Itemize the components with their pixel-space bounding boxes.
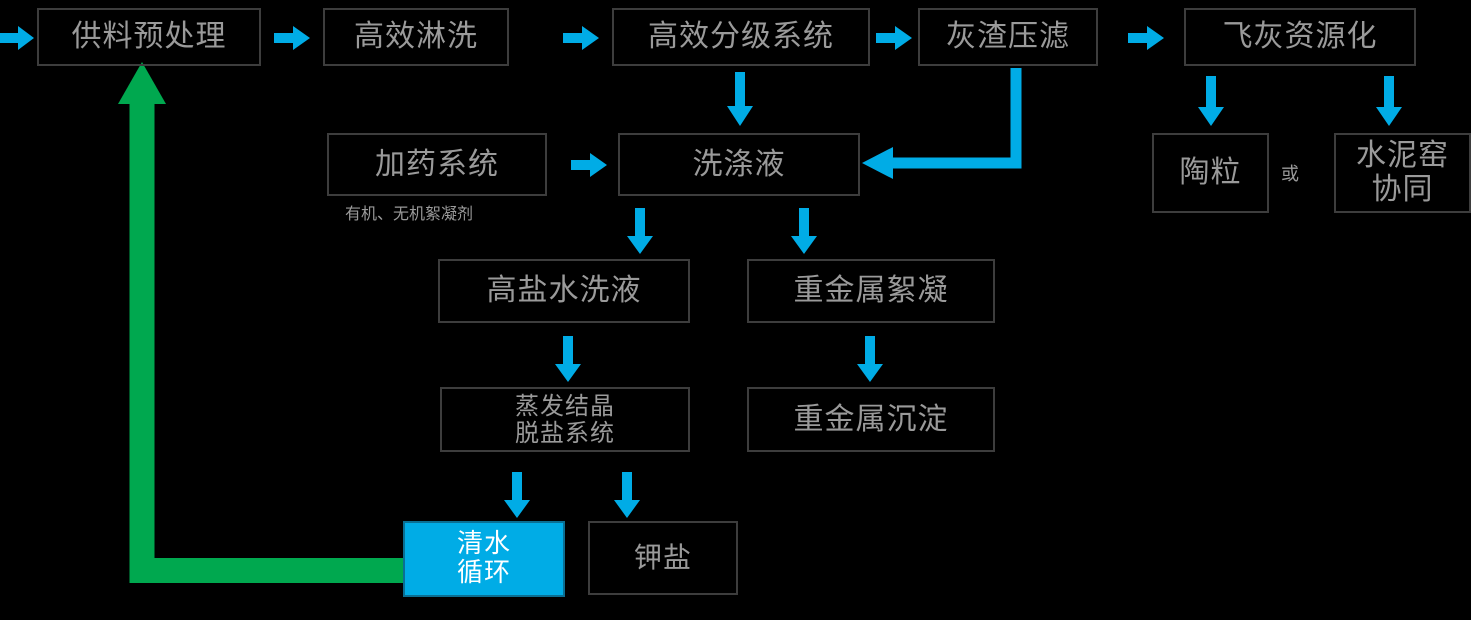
arrow-flyash-down-to-cement-kiln: [1375, 76, 1403, 126]
arrow-ash-filter-to-flyash: [1128, 25, 1164, 51]
arrow-flocculation-to-precipitation: [856, 336, 884, 382]
arrow-evaporation-to-clean-water: [503, 472, 531, 518]
node-clean-water-cycle[interactable]: 清水 循环: [403, 521, 565, 597]
arrow-dosing-to-washing-liquid: [571, 152, 607, 178]
node-ceramsite[interactable]: 陶粒: [1152, 133, 1269, 213]
arrow-classify-down-to-washing-liquid: [726, 72, 754, 126]
arrow-feed-pretreatment-to-rinse: [274, 25, 310, 51]
node-ash-filter-press[interactable]: 灰渣压滤: [918, 8, 1098, 66]
node-feed-pretreatment[interactable]: 供料预处理: [37, 8, 261, 66]
node-cement-kiln-coprocessing[interactable]: 水泥窑 协同: [1334, 133, 1471, 213]
arrow-flyash-down-to-ceramsite: [1197, 76, 1225, 126]
arrow-washing-liquid-down-to-high-salt: [626, 208, 654, 254]
node-heavy-metal-flocculation[interactable]: 重金属絮凝: [747, 259, 995, 323]
arrow-inflow-to-feed-pretreatment: [0, 25, 34, 51]
or-label: 或: [1281, 164, 1299, 185]
node-high-salt-wash-liquid[interactable]: 高盐水洗液: [438, 259, 690, 323]
node-evaporation-crystallization-desalination[interactable]: 蒸发结晶 脱盐系统: [440, 387, 690, 452]
node-washing-liquid[interactable]: 洗涤液: [618, 133, 860, 196]
arrow-classify-to-ash-filter: [876, 25, 912, 51]
node-flyash-resource[interactable]: 飞灰资源化: [1184, 8, 1416, 66]
node-high-eff-rinse[interactable]: 高效淋洗: [323, 8, 509, 66]
arrow-evaporation-to-potassium-salt: [613, 472, 641, 518]
dosing-system-caption: 有机、无机絮凝剂: [345, 204, 474, 223]
arrow-rinse-to-classify: [563, 25, 599, 51]
node-potassium-salt[interactable]: 钾盐: [588, 521, 738, 595]
arrow-washing-liquid-down-to-flocculation: [790, 208, 818, 254]
node-classify-system[interactable]: 高效分级系统: [612, 8, 870, 66]
arrow-high-salt-to-evaporation: [554, 336, 582, 382]
node-heavy-metal-precipitation[interactable]: 重金属沉淀: [747, 387, 995, 452]
node-dosing-system[interactable]: 加药系统: [327, 133, 547, 196]
